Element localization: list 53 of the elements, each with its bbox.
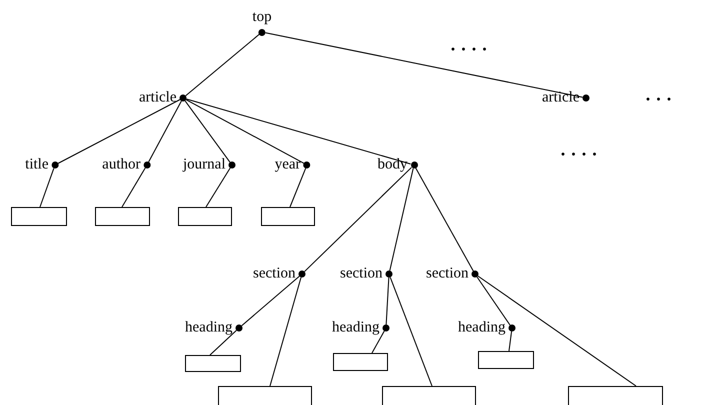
leaf-box [185, 355, 241, 372]
tree-edge [241, 276, 300, 326]
ellipsis-mark: · · · · [450, 40, 488, 58]
node-label: section [426, 266, 468, 282]
leaf-box [95, 207, 150, 226]
leaf-box [11, 207, 67, 226]
node-label: heading [185, 320, 232, 336]
leaf-box [178, 207, 232, 226]
node-label: body [378, 158, 408, 172]
tree-edge [264, 32, 584, 98]
tree-edge [40, 168, 54, 208]
tree-edge [372, 330, 385, 354]
tree-edge [58, 99, 180, 164]
tree-edge [477, 276, 636, 386]
tree-edge [270, 276, 302, 386]
leaf-box [478, 351, 534, 369]
node-label: heading [458, 320, 506, 336]
node-label: top [252, 10, 272, 24]
tree-edge [185, 34, 260, 96]
tree-edge [508, 330, 512, 352]
tree-node [332, 320, 390, 336]
tree-node [252, 10, 272, 36]
leaf-box [333, 353, 388, 371]
tree-edge [304, 166, 412, 272]
tree-edge [290, 168, 306, 208]
tree-edge [148, 100, 182, 162]
ellipsis-mark: · · · · [560, 145, 598, 163]
tree-edge [122, 168, 146, 208]
tree-edge [206, 167, 231, 208]
leaf-box [261, 207, 315, 226]
tree-node [378, 158, 418, 172]
tree-edge [386, 277, 390, 325]
tree-edge [390, 276, 432, 386]
tree-node [183, 158, 236, 172]
tree-edge [389, 168, 414, 272]
node-label: article [139, 90, 176, 106]
ellipsis-mark: · · · [645, 90, 672, 108]
tree-edge [186, 99, 304, 164]
node-label: journal [183, 158, 226, 172]
tree-edge [184, 100, 230, 163]
tree-edge [476, 276, 511, 326]
node-label: heading [332, 320, 380, 336]
tree-edge [415, 168, 474, 272]
node-label: section [340, 266, 382, 282]
node-label: title [25, 158, 48, 172]
tree-edge [186, 98, 412, 165]
tree-edge [210, 330, 237, 356]
node-label: year [274, 158, 300, 172]
node-label: author [102, 158, 140, 172]
node-label: section [253, 266, 296, 282]
node-label: article [542, 90, 580, 106]
tree-node [458, 320, 516, 336]
tree-node [185, 320, 242, 336]
